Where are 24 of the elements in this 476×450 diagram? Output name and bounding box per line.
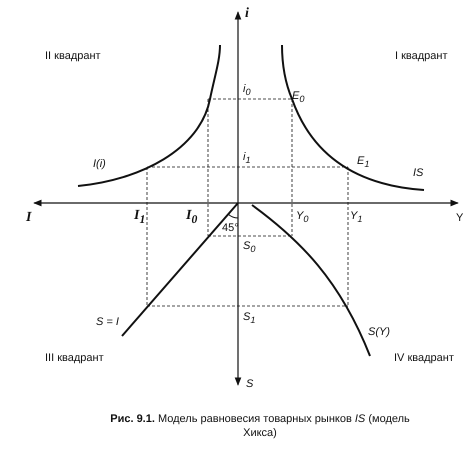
- quadrant-label: IV квадрант: [394, 352, 454, 364]
- axis-value: Y$_{0}$: [296, 210, 308, 224]
- axis-label: i: [245, 6, 249, 22]
- axis-label: S: [246, 378, 254, 390]
- curve-label: I(i): [93, 158, 106, 170]
- axis-value: I$_{0}$: [186, 208, 198, 227]
- point-label: E$_{1}$: [357, 155, 370, 170]
- quadrant-label: I квадрант: [395, 50, 448, 62]
- axis-label: Y: [456, 212, 464, 224]
- quadrant-label: III квадрант: [45, 352, 104, 364]
- point-label: E$_{0}$: [292, 90, 304, 104]
- curve-label: IS: [413, 167, 424, 180]
- figure-caption: Рис. 9.1. Модель равновесия товарных рынков IS (модель Хикса): [110, 412, 410, 441]
- axis-value: i$_{0}$: [243, 83, 251, 98]
- curve-label: S(Y): [368, 326, 390, 338]
- axis-value: S$_{1}$: [243, 311, 256, 326]
- axis-label: I: [26, 210, 32, 226]
- line-label: S = I: [96, 316, 119, 328]
- axis-value: I$_{1}$: [134, 208, 146, 227]
- axis-value: i$_{1}$: [243, 151, 251, 166]
- axis-value: S$_{0}$: [243, 240, 256, 254]
- axis-value: Y$_{1}$: [350, 210, 362, 224]
- angle-label: 45°: [222, 222, 239, 234]
- quadrant-label: II квадрант: [45, 50, 101, 62]
